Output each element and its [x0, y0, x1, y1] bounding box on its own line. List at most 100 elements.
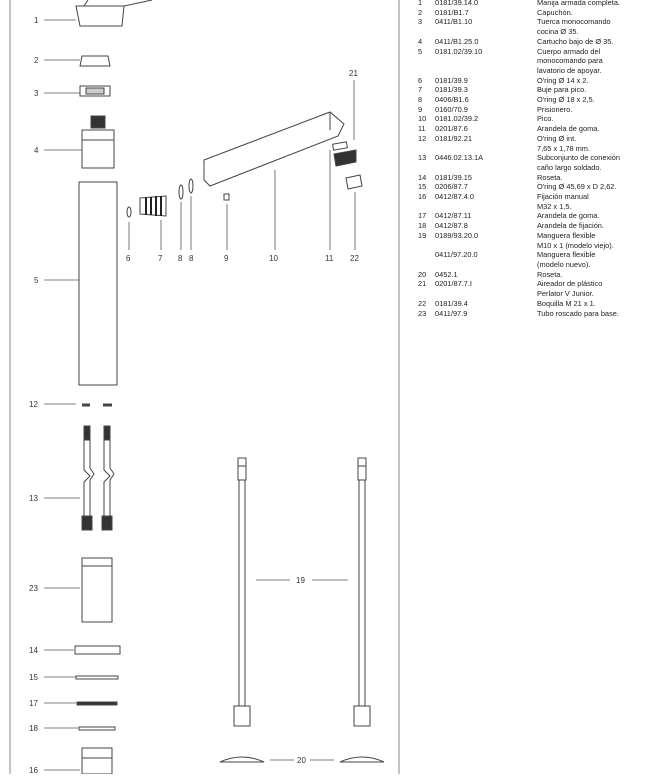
- part-cartridge-stem: [90, 115, 106, 129]
- part-description: M10 x 1 (modelo viejo).: [537, 240, 614, 250]
- part-description: Manguera flexible: [537, 230, 596, 240]
- parts-list-row: 8 0406/B1.6 O'ring Ø 18 x 2,5.: [418, 95, 642, 105]
- part-body: [78, 181, 118, 386]
- part-number: [418, 56, 435, 66]
- part-description: monocomando para: [537, 56, 603, 66]
- part-gasket: [332, 141, 348, 151]
- part-description: cocina Ø 35.: [537, 27, 579, 37]
- part-code: [435, 241, 537, 251]
- part-description: (modelo nuevo).: [537, 259, 591, 269]
- part-code: 0406/B1.6: [435, 95, 469, 105]
- parts-list-row: M10 x 1 (modelo viejo).: [418, 241, 642, 251]
- callout-19: 19: [296, 576, 305, 585]
- part-number: 3: [418, 17, 423, 27]
- part-number: 11: [418, 124, 426, 134]
- part-number: 18: [418, 221, 427, 231]
- part-description: Aireador de plástico: [537, 279, 603, 289]
- callout-5: 5: [34, 276, 39, 285]
- callout-4: 4: [34, 146, 39, 155]
- part-spout: [203, 111, 345, 187]
- callout-21: 21: [349, 69, 358, 78]
- part-number: 20: [418, 269, 427, 279]
- part-code: 0411/B1.25.0: [435, 36, 479, 46]
- part-number: [418, 202, 435, 212]
- parts-list-row: monocomando para: [418, 56, 642, 66]
- part-description: Tuerca monocomando: [537, 17, 611, 27]
- parts-list-row: (modelo nuevo).: [418, 260, 642, 270]
- callout-13: 13: [29, 494, 38, 503]
- part-number: 19: [418, 230, 427, 240]
- part-flexible-hoses: [233, 457, 371, 727]
- part-description: Roseta.: [537, 269, 563, 279]
- part-fixing-washer: [78, 726, 116, 731]
- part-number: 2: [418, 7, 423, 17]
- callout-16: 16: [29, 766, 38, 774]
- part-code: [435, 163, 537, 173]
- part-number: 12: [418, 133, 427, 143]
- part-code: 0206/87.7: [435, 182, 468, 192]
- part-number: 8: [418, 95, 423, 105]
- part-connection-pipes: [81, 425, 115, 531]
- part-cap: [79, 55, 111, 67]
- part-code: 0181/39.3: [435, 85, 468, 95]
- part-rubber-washer: [76, 701, 118, 706]
- part-number: 14: [418, 172, 427, 182]
- part-number: [418, 66, 435, 76]
- part-set-screw: [223, 193, 230, 201]
- part-number: [418, 289, 435, 299]
- part-number: 13: [418, 153, 427, 163]
- part-threaded-tube: [81, 557, 113, 623]
- callout-8b: 8: [189, 254, 194, 263]
- callout-12: 12: [29, 400, 38, 409]
- part-code: [435, 56, 537, 66]
- part-number: 17: [418, 211, 427, 221]
- part-number: 9: [418, 104, 423, 114]
- part-description: Roseta.: [537, 172, 563, 182]
- part-description: Tubo roscado para base.: [537, 308, 619, 318]
- part-number: [418, 250, 435, 260]
- part-code: [435, 202, 537, 212]
- part-description: Boquilla M 21 x 1.: [537, 298, 596, 308]
- parts-list-row: cocina Ø 35.: [418, 27, 642, 37]
- callout-7: 7: [158, 254, 163, 263]
- part-description: Perlator V Junior.: [537, 289, 594, 299]
- part-description: O'ring Ø 14 x 2.: [537, 75, 589, 85]
- part-number: 7: [418, 85, 423, 95]
- part-number: 23: [418, 308, 427, 318]
- part-fixing-nut: [81, 747, 113, 775]
- part-code: 0181.02/39.10: [435, 46, 483, 56]
- part-code: 0412/87.8: [435, 221, 468, 231]
- part-nut-thread: [85, 87, 105, 95]
- parts-list-row: lavatorio de apoyar.: [418, 66, 642, 76]
- part-code: 0160/70.9: [435, 104, 468, 114]
- part-code: 0181/39.14.0: [435, 0, 479, 7]
- callout-20: 20: [297, 756, 306, 765]
- part-code: 0446.02.13.1A: [435, 153, 484, 163]
- part-description: Arandela de fijación.: [537, 221, 604, 231]
- part-escutcheon: [74, 645, 121, 655]
- part-number: [418, 241, 435, 251]
- part-oring-15: [75, 675, 119, 680]
- callout-8a: 8: [178, 254, 183, 263]
- part-code: 0189/93.20.0: [435, 230, 479, 240]
- parts-list-row: Perlator V Junior.: [418, 289, 642, 299]
- callout-22: 22: [350, 254, 359, 263]
- part-code: 0181/39.9: [435, 75, 468, 85]
- part-number: [418, 144, 435, 154]
- callout-11: 11: [325, 254, 334, 263]
- part-number: 10: [418, 114, 427, 124]
- part-description: O'ring Ø 18 x 2,5.: [537, 95, 595, 105]
- part-description: Capuchón.: [537, 7, 573, 17]
